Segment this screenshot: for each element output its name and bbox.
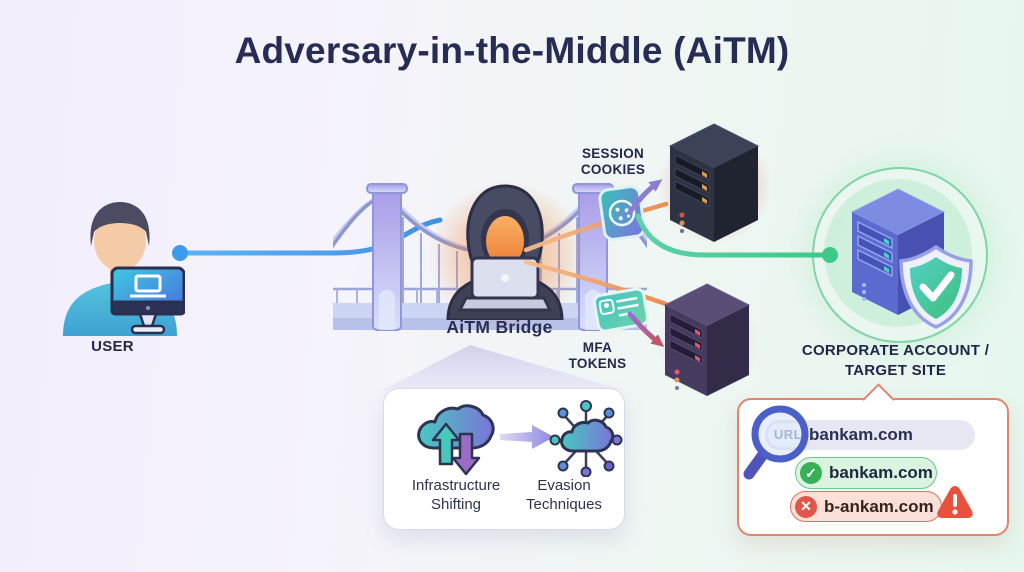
laptop-base bbox=[457, 296, 553, 312]
arrow-down-icon bbox=[451, 432, 481, 476]
target-line-endpoint-dot bbox=[822, 247, 838, 263]
phishing-domain-row: ✕ b-ankam.com bbox=[790, 491, 942, 522]
shield-check-icon bbox=[899, 244, 973, 329]
evasion-network-icon bbox=[549, 400, 623, 477]
tactic-arrow-icon bbox=[500, 425, 554, 449]
session-cookie-arrow bbox=[627, 179, 663, 215]
warning-triangle-icon bbox=[937, 486, 973, 518]
check-icon bbox=[919, 271, 955, 302]
monitor-icon bbox=[110, 266, 185, 335]
mfa-token-arrow bbox=[627, 311, 665, 347]
user-line-endpoint-dot bbox=[172, 245, 188, 261]
infrastructure-shifting-label: Infrastructure Shifting bbox=[411, 477, 501, 513]
exfiltration-arrows bbox=[627, 179, 665, 347]
user-label: USER bbox=[91, 338, 134, 355]
phishing-domain-text: b-ankam.com bbox=[824, 496, 934, 516]
target-connection-line bbox=[635, 213, 838, 263]
attacker-server-top-icon bbox=[668, 123, 760, 242]
x-circle-icon: ✕ bbox=[795, 495, 817, 518]
attacker-server-bottom-icon bbox=[663, 283, 751, 396]
mfa-tokens-label: MFA TOKENS bbox=[568, 340, 627, 372]
page-title: Adversary-in-the-Middle (AiTM) bbox=[234, 30, 790, 71]
aitm-bridge-label: AiTM Bridge bbox=[446, 317, 553, 337]
corporate-target-label: CORPORATE ACCOUNT / TARGET SITE bbox=[801, 342, 990, 379]
user-icon bbox=[63, 202, 185, 336]
arrow-up-icon bbox=[431, 422, 461, 466]
session-cookie-icon bbox=[598, 185, 646, 241]
check-circle-icon: ✓ bbox=[800, 462, 822, 484]
panel-notch bbox=[862, 383, 895, 416]
legit-domain-text: bankam.com bbox=[829, 463, 933, 482]
tactics-callout-pointer bbox=[383, 345, 623, 390]
stolen-data-flow-lines bbox=[523, 201, 669, 307]
evasion-techniques-label: Evasion Techniques bbox=[526, 477, 602, 513]
session-cookies-label: SESSION COOKIES bbox=[580, 146, 646, 178]
legit-domain-row: ✓ bankam.com bbox=[795, 457, 937, 489]
cloud-shifting-icon bbox=[417, 404, 495, 476]
attacker-face bbox=[486, 216, 524, 266]
magnifier-icon bbox=[743, 405, 809, 480]
attacker-hacker-icon bbox=[446, 184, 564, 320]
